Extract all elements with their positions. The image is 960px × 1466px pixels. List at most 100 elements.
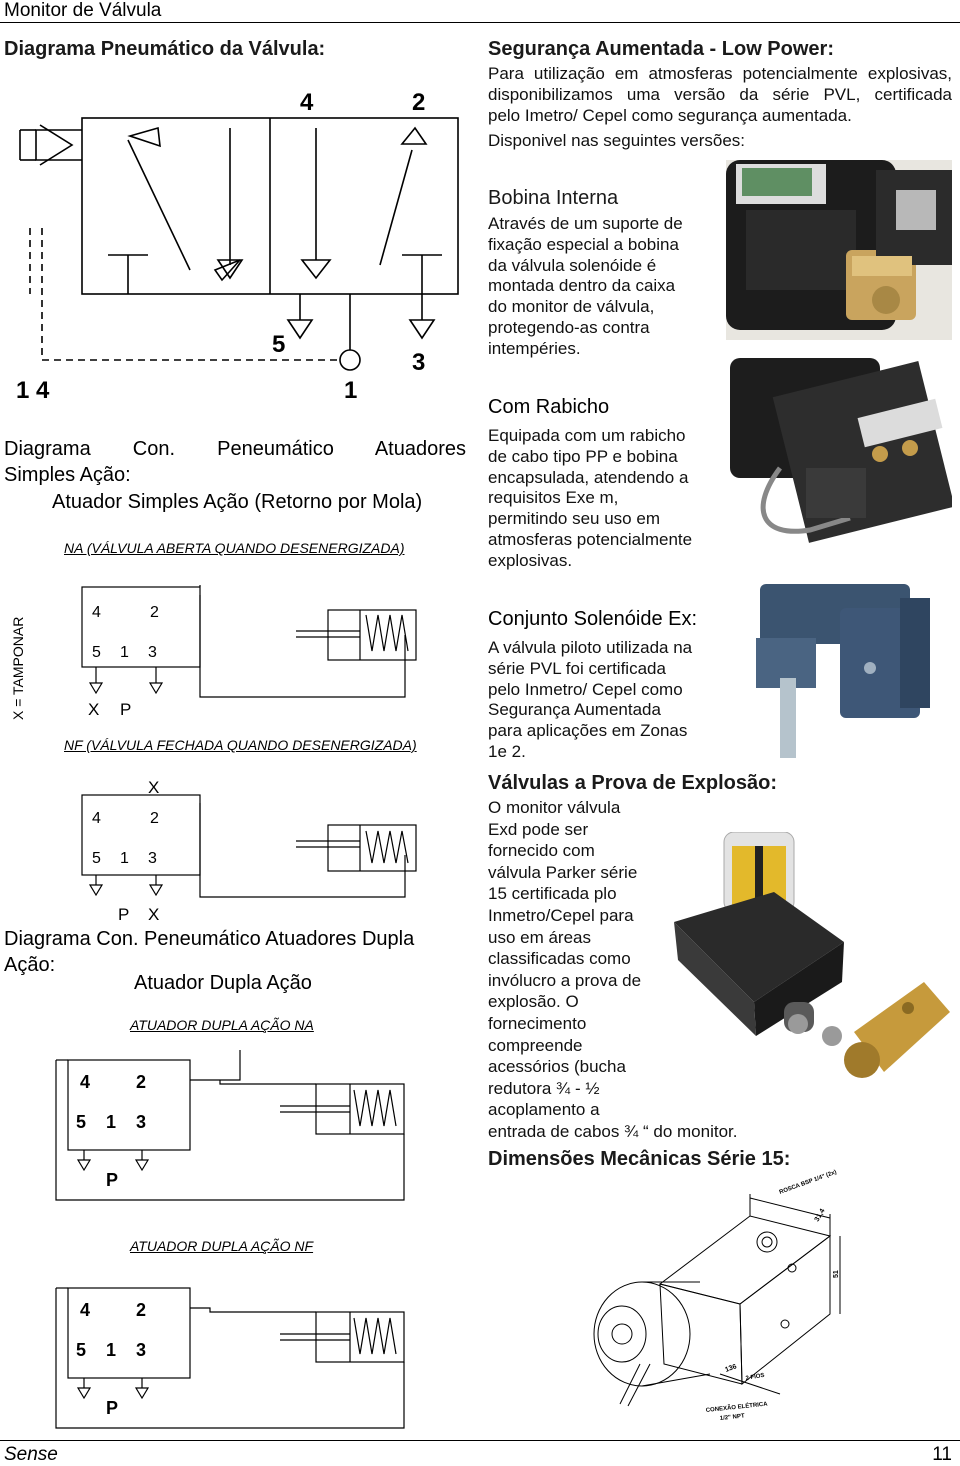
prova-line: Exd pode ser bbox=[488, 819, 589, 839]
double-na-label: ATUADOR DUPLA AÇÃO NA bbox=[130, 1017, 314, 1033]
simple-action-title-line2: Simples Ação: bbox=[4, 464, 131, 486]
conjunto-line: série PVL foi certificada bbox=[488, 658, 666, 678]
rabicho-line: encapsulada, atendendo a bbox=[488, 467, 689, 487]
simple-action-title-text: Diagrama Con. Peneumático Atuadores bbox=[4, 438, 466, 460]
nf-port-1: 1 bbox=[120, 850, 129, 867]
na-port-3: 3 bbox=[148, 644, 157, 661]
port-14-label: 1 4 bbox=[16, 377, 50, 404]
rabicho-line: explosivas. bbox=[488, 550, 573, 570]
na-port-4: 4 bbox=[92, 604, 101, 621]
prova-line: válvula Parker série bbox=[488, 862, 638, 882]
dna-port-2: 2 bbox=[136, 1072, 146, 1092]
bobina-interna-photo bbox=[726, 160, 952, 340]
seg-line-3: pelo Imetro/ Cepel como segurança aument… bbox=[488, 106, 852, 125]
simple-action-subtitle: Atuador Simples Ação (Retorno por Mola) bbox=[52, 491, 423, 513]
dnf-port-1: 1 bbox=[106, 1340, 116, 1360]
footer-brand: Sense bbox=[4, 1444, 58, 1465]
tamponar-label: X = TAMPONAR bbox=[10, 616, 26, 720]
dim-conexao-label: CONEXÃO ELÉTRICA bbox=[705, 1399, 768, 1414]
footer-page-number: 11 bbox=[932, 1444, 952, 1465]
seg-line-2: disponibilizamos uma versão da série PVL… bbox=[488, 85, 952, 104]
dnf-port-3: 3 bbox=[136, 1340, 146, 1360]
double-action-title-line1: Diagrama Con. Peneumático Atuadores Dupl… bbox=[4, 928, 415, 950]
simple-na-diagram: 4 2 5 1 3 X P bbox=[81, 585, 417, 719]
rabicho-photo bbox=[730, 358, 952, 548]
pneumatic-diagram-title: Diagrama Pneumático da Válvula: bbox=[4, 38, 326, 60]
nf-port-5: 5 bbox=[92, 850, 101, 867]
port-5-label: 5 bbox=[272, 331, 285, 358]
dim-136-label: 136 bbox=[724, 1363, 737, 1374]
conjunto-line: para aplicações em Zonas bbox=[488, 721, 688, 741]
dnf-port-4: 4 bbox=[80, 1300, 90, 1320]
dnf-port-2: 2 bbox=[136, 1300, 146, 1320]
nf-port-4: 4 bbox=[92, 810, 101, 827]
prova-line: compreende bbox=[488, 1035, 583, 1055]
bobina-title: Bobina Interna bbox=[488, 187, 619, 209]
prova-line: 15 certificada plo bbox=[488, 884, 617, 904]
nf-label: NF (VÁLVULA FECHADA QUANDO DESENERGIZADA… bbox=[64, 737, 417, 753]
double-nf-diagram: 4 2 5 1 3 P bbox=[55, 1287, 405, 1429]
port-4-label: 4 bbox=[300, 89, 314, 116]
prova-line: classificadas como bbox=[488, 949, 631, 969]
bobina-line: fixação especial a bobina bbox=[488, 234, 679, 254]
dnf-port-5: 5 bbox=[76, 1340, 86, 1360]
na-port-x: X bbox=[88, 700, 99, 719]
dim-rosca-label: ROSCA BSP 1/4" (2x) bbox=[779, 1170, 838, 1196]
conjunto-line: Segurança Aumentada bbox=[488, 700, 661, 720]
dim-npt-label: 1/2" NPT bbox=[720, 1413, 746, 1422]
seg-line-1: Para utilização em atmosferas potencialm… bbox=[488, 64, 952, 83]
port-3-label: 3 bbox=[412, 349, 425, 376]
double-action-title-line2: Ação: bbox=[4, 954, 56, 976]
nf-port-p: P bbox=[118, 905, 129, 924]
conjunto-line: A válvula piloto utilizada na bbox=[488, 638, 693, 657]
dna-port-1: 1 bbox=[106, 1112, 116, 1132]
nf-port-x-bottom: X bbox=[148, 905, 159, 924]
dna-port-3: 3 bbox=[136, 1112, 146, 1132]
dim-51-label: 51 bbox=[833, 1270, 840, 1278]
double-nf-label: ATUADOR DUPLA AÇÃO NF bbox=[130, 1238, 314, 1254]
simple-action-title-line1: Diagrama Con. Peneumático Atuadores bbox=[4, 436, 466, 462]
bobina-line: montada dentro da caixa bbox=[488, 276, 676, 296]
rabicho-line: atmosferas potencialmente bbox=[488, 529, 693, 549]
dna-port-p: P bbox=[106, 1170, 118, 1190]
double-na-diagram: 4 2 5 1 3 P bbox=[55, 1050, 405, 1201]
footer-rule bbox=[0, 1440, 960, 1441]
bobina-line: da válvula solenóide é bbox=[488, 255, 657, 275]
nf-port-2: 2 bbox=[150, 810, 159, 827]
prova-line: uso em áreas bbox=[488, 927, 591, 947]
dnf-port-p: P bbox=[106, 1398, 118, 1418]
na-port-p: P bbox=[120, 700, 131, 719]
prova-line: entrada de cabos ¾ “ do monitor. bbox=[488, 1121, 738, 1141]
prova-explosao-photo bbox=[664, 832, 954, 1112]
prova-explosao-title: Válvulas a Prova de Explosão: bbox=[488, 772, 778, 794]
port-1-label: 1 bbox=[344, 377, 357, 404]
dim-fios-label: 2 FIOS bbox=[745, 1373, 765, 1382]
prova-line: Inmetro/Cepel para bbox=[488, 905, 634, 925]
conjunto-line: pelo Inmetro/ Cepel como bbox=[488, 679, 683, 699]
rabicho-line: de cabo tipo PP e bobina bbox=[488, 446, 678, 466]
dna-port-4: 4 bbox=[80, 1072, 90, 1092]
bobina-line: intempéries. bbox=[488, 338, 581, 358]
rabicho-title: Com Rabicho bbox=[488, 396, 610, 418]
simple-nf-diagram: X 4 2 5 1 3 P X bbox=[81, 778, 417, 924]
rabicho-line: permitindo seu uso em bbox=[488, 509, 660, 529]
prova-line: fornecimento bbox=[488, 1013, 587, 1033]
conjunto-line: 1e 2. bbox=[488, 741, 526, 761]
double-action-subtitle: Atuador Dupla Ação bbox=[134, 972, 312, 994]
prova-line: invólucro a prova de bbox=[488, 970, 642, 990]
seg-aumentada-title: Segurança Aumentada - Low Power: bbox=[488, 38, 834, 60]
valve-pneumatic-diagram: 4 2 5 1 3 1 4 bbox=[16, 89, 459, 404]
nf-port-3: 3 bbox=[148, 850, 157, 867]
conjunto-title: Conjunto Solenóide Ex: bbox=[488, 608, 698, 630]
na-port-5: 5 bbox=[92, 644, 101, 661]
rabicho-line: requisitos Exe m, bbox=[488, 488, 619, 508]
prova-line: acessórios (bucha bbox=[488, 1057, 626, 1077]
na-label: NA (VÁLVULA ABERTA QUANDO DESENERGIZADA) bbox=[64, 540, 405, 556]
nf-port-x-top: X bbox=[148, 778, 159, 797]
bobina-line: do monitor de válvula, bbox=[488, 297, 655, 317]
na-port-2: 2 bbox=[150, 604, 159, 621]
